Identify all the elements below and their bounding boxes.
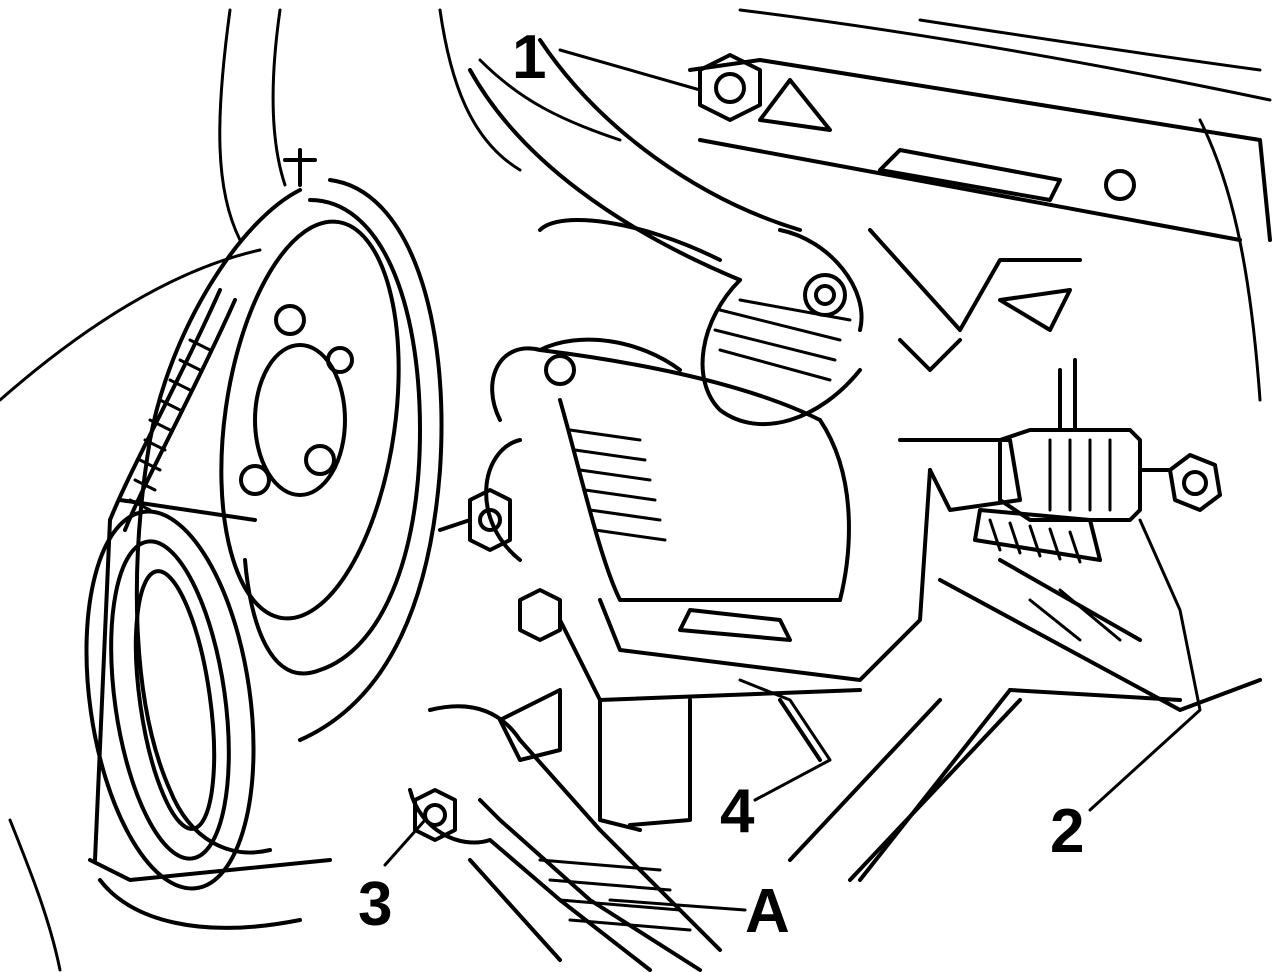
leader-line-2 [1088, 518, 1202, 812]
body-outlines [0, 8, 1272, 972]
leader-line-3 [383, 818, 427, 867]
callout-3: 3 [358, 870, 392, 939]
leader-line-4 [738, 678, 832, 802]
callout-2: 2 [1050, 797, 1084, 866]
upper-bracket [688, 58, 1272, 372]
leader-line-a [608, 898, 747, 912]
upper-hose [468, 38, 864, 426]
leader-lines [383, 48, 1202, 912]
crankshaft-pulley [134, 148, 444, 855]
bolt-1 [698, 53, 762, 122]
leader-line-1 [558, 48, 702, 92]
lower-clamp [408, 688, 722, 972]
callout-a: A [745, 877, 790, 946]
drive-belt [84, 288, 332, 930]
alternator-left-bolt [438, 488, 562, 642]
callout-4: 4 [720, 777, 755, 846]
lower-rail [788, 558, 1262, 882]
alternator [484, 218, 851, 602]
lower-bracket [558, 438, 1022, 832]
callout-1: 1 [512, 23, 546, 92]
tension-adjuster [973, 358, 1222, 564]
